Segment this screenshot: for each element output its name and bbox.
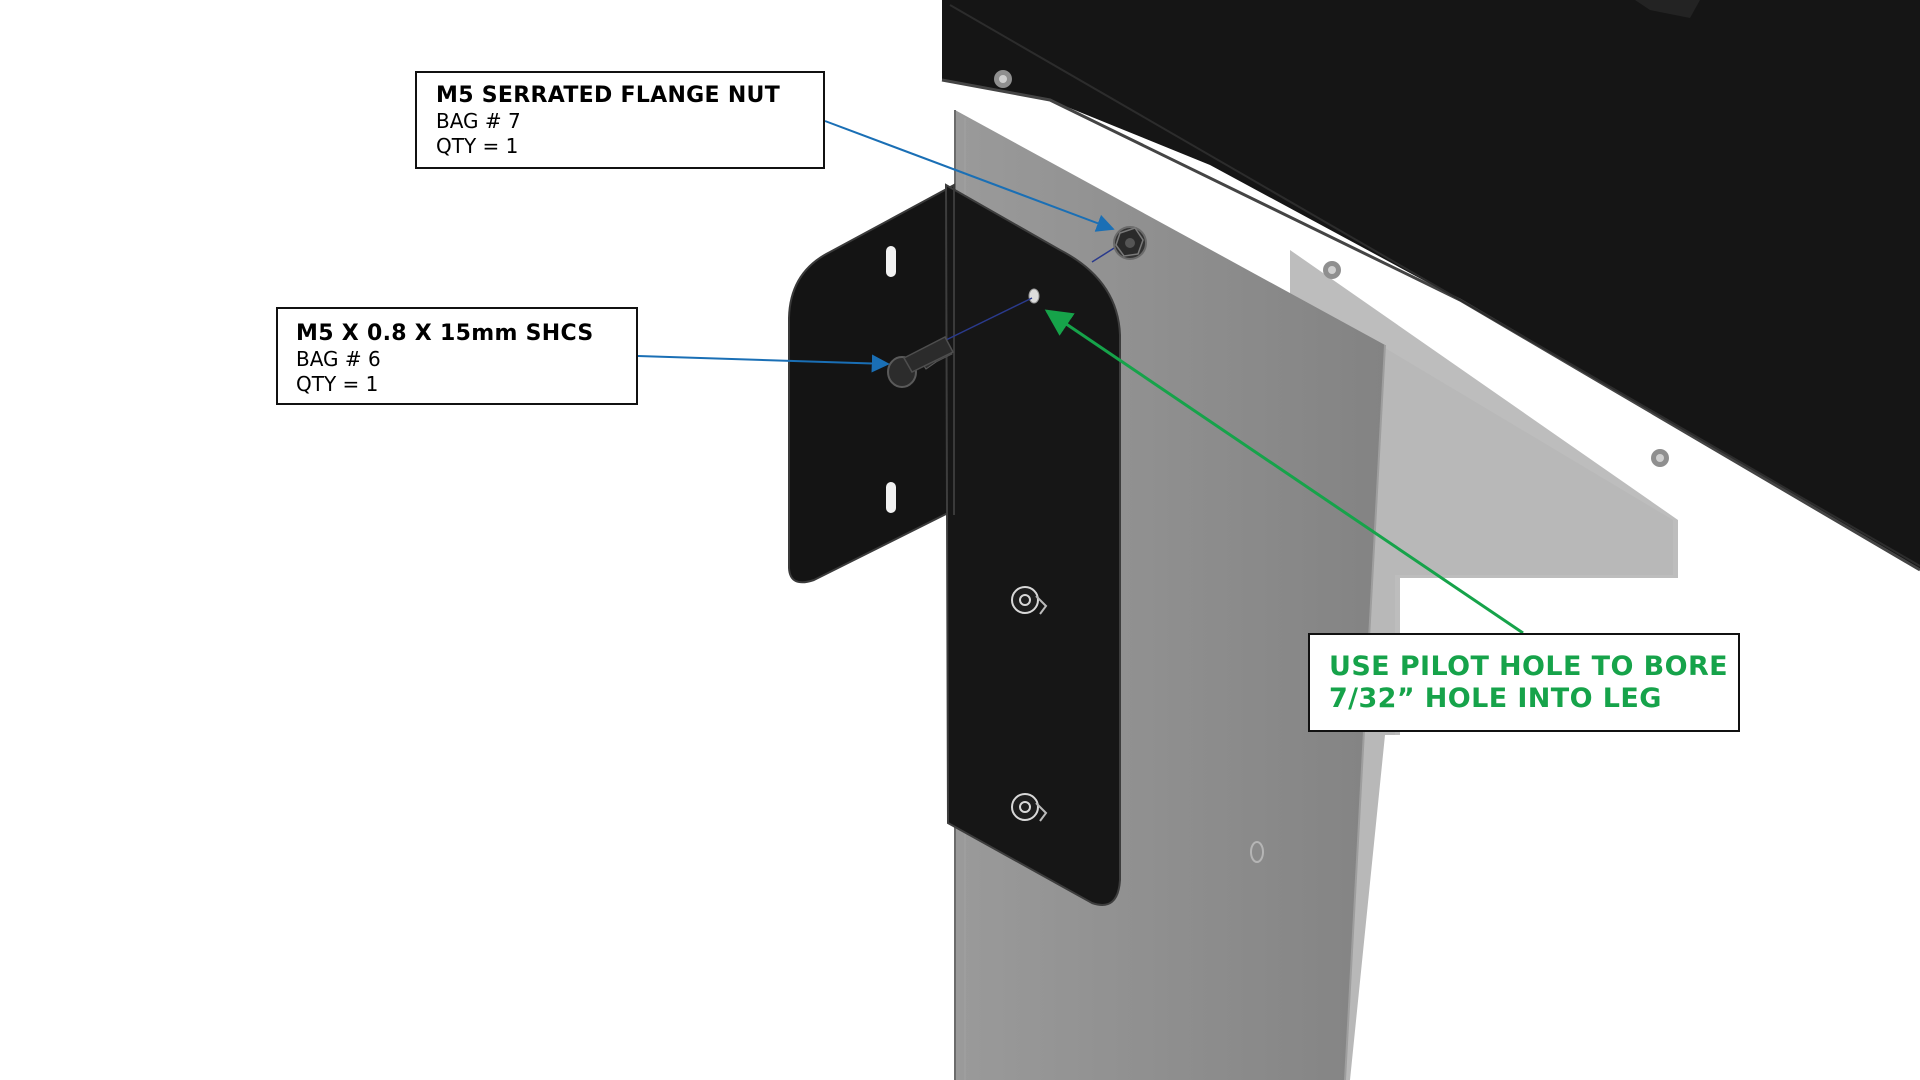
- bolt-head: [1323, 261, 1341, 279]
- installed-screw: [1011, 793, 1048, 822]
- l-bracket: [788, 183, 1121, 906]
- callout-bag: BAG # 6: [296, 347, 381, 371]
- note-line-2: 7/32” HOLE INTO LEG: [1329, 683, 1662, 714]
- flange-nut-callout: M5 SERRATED FLANGE NUT BAG # 7 QTY = 1: [415, 71, 825, 169]
- slot-hole: [886, 246, 896, 277]
- leader-line: [637, 354, 890, 373]
- callout-title: M5 SERRATED FLANGE NUT: [436, 83, 781, 108]
- slot-hole: [886, 482, 896, 513]
- callout-qty: QTY = 1: [436, 134, 519, 158]
- callout-qty: QTY = 1: [296, 372, 379, 396]
- cap-screw-callout: M5 X 0.8 X 15mm SHCS BAG # 6 QTY = 1: [276, 307, 638, 405]
- installed-screw: [1011, 586, 1048, 615]
- callout-bag: BAG # 7: [436, 109, 521, 133]
- bolt-head: [994, 70, 1012, 88]
- flange-nut: [1091, 226, 1147, 263]
- pilot-hole: [1028, 288, 1040, 304]
- note-line-1: USE PILOT HOLE TO BORE: [1329, 651, 1728, 682]
- pilot-hole-note: USE PILOT HOLE TO BORE 7/32” HOLE INTO L…: [1308, 633, 1740, 732]
- leader-line: [824, 120, 1115, 232]
- cap-screw: [887, 297, 1033, 388]
- bolt-head: [1651, 449, 1669, 467]
- leader-line: [1044, 309, 1524, 635]
- callout-title: M5 X 0.8 X 15mm SHCS: [296, 321, 594, 346]
- cabinet-top: [941, 0, 1920, 572]
